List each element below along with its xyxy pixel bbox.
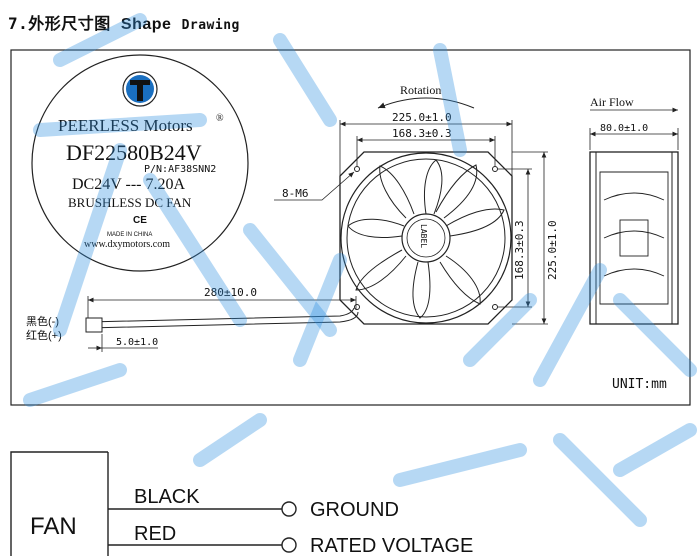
side-housing (589, 151, 679, 325)
fan-housing (339, 151, 513, 325)
fan-blades (347, 159, 505, 319)
product-label: PEERLESS Motors ® DF22580B24V P/N:AF38SN… (31, 54, 249, 272)
fan-hub (401, 213, 451, 263)
wiring-fan-label: FAN (30, 513, 77, 540)
wire-connector (85, 317, 103, 333)
holes-label: 8-M6 (282, 187, 309, 200)
width-dimensions (339, 120, 513, 176)
label-type: BRUSHLESS DC FAN (68, 195, 192, 210)
ce-mark: CE (133, 215, 147, 226)
label-website: www.dxymotors.com (84, 239, 170, 250)
fan-front-view (339, 151, 513, 325)
wire1-function: GROUND (310, 499, 399, 521)
voltage-terminal (281, 537, 297, 553)
label-rating: DC24V --- 7.20A (72, 176, 185, 193)
section-heading: 7.外形尺寸图 Shape Drawing (8, 10, 240, 34)
mount-hole-tl (354, 166, 360, 172)
fan-hub-inner (406, 218, 446, 258)
lead-length-dim: 280±10.0 (204, 286, 257, 299)
fan-side-view (589, 107, 679, 325)
airflow-label: Air Flow (590, 95, 634, 109)
depth-dim: 80.0±1.0 (600, 123, 648, 134)
black-wire-label: 黑色(-) (26, 314, 59, 328)
wiring-diagram: FAN BLACK RED GROUND RATED VOLTAGE (10, 451, 473, 556)
fan-venturi-outer (340, 152, 512, 324)
heading-english-1: Shape (120, 16, 172, 33)
ground-terminal (281, 501, 297, 517)
fan-box (10, 451, 108, 556)
unit-label: UNIT:mm (612, 377, 667, 392)
wire1-color: BLACK (134, 486, 200, 508)
fan-venturi-inner (346, 158, 506, 318)
mount-hole-tr (492, 166, 498, 172)
rotation-label: Rotation (400, 83, 441, 97)
strip-length-dim: 5.0±1.0 (116, 337, 158, 348)
label-registered: ® (216, 113, 224, 124)
height-holes-dim: 168.3±0.3 (513, 220, 526, 280)
label-outline (31, 54, 249, 272)
mount-hole-br (492, 304, 498, 310)
label-made-in: MADE IN CHINA (107, 232, 152, 238)
heading-number: 7. (8, 14, 29, 33)
width-outer-dim: 225.0±1.0 (392, 111, 452, 124)
holes-leader (274, 171, 355, 201)
wire2-color: RED (134, 523, 176, 545)
label-brand: PEERLESS Motors (58, 116, 193, 135)
rotation-arrow (377, 97, 475, 109)
brand-logo-circle (122, 71, 158, 107)
drawing-frame (10, 49, 691, 406)
height-outer-dim: 225.0±1.0 (546, 220, 559, 280)
mount-hole-bl (354, 304, 360, 310)
logo-t-mark (130, 80, 150, 101)
lead-wires (85, 296, 359, 352)
label-part-number: P/N:AF38SNN2 (144, 164, 216, 175)
red-wire-label: 红色(+) (26, 328, 62, 342)
wire2-function: RATED VOLTAGE (310, 535, 473, 556)
height-dimensions (498, 151, 548, 325)
heading-chinese: 外形尺寸图 (28, 14, 111, 33)
heading-english-2: Drawing (181, 18, 240, 33)
width-holes-dim: 168.3±0.3 (392, 127, 452, 140)
hub-label: LABEL (419, 224, 428, 248)
label-model: DF22580B24V (66, 140, 202, 165)
